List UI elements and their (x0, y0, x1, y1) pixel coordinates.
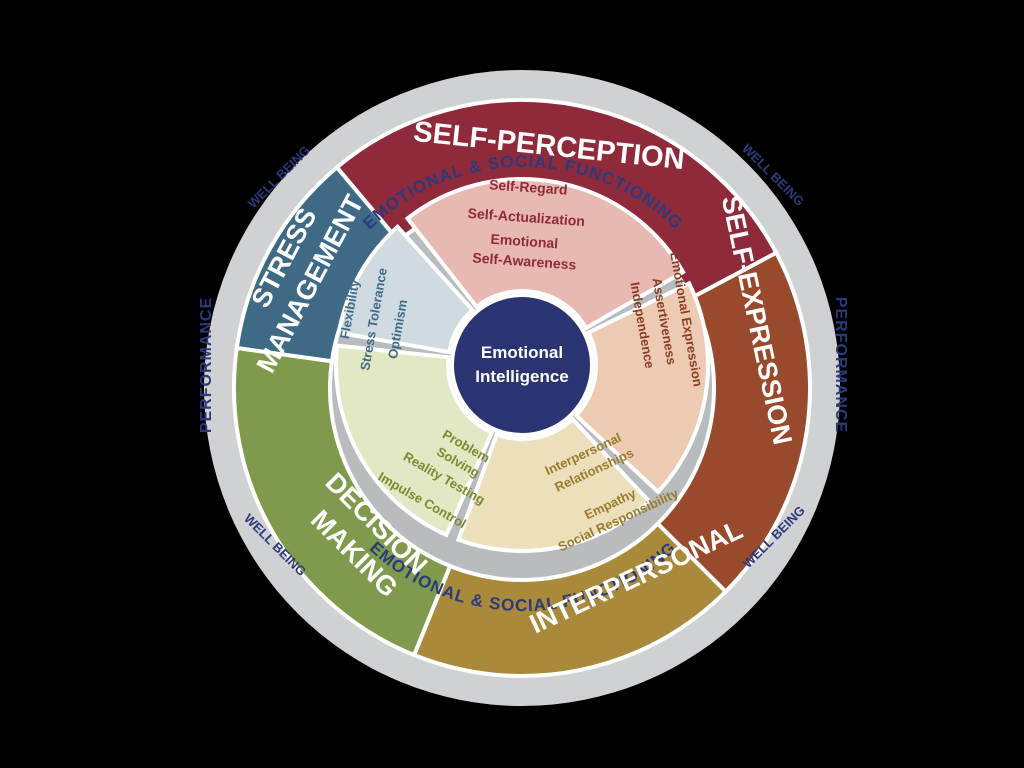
subscale-emotional: Emotional (490, 231, 559, 252)
subscale-self-regard: Self-Regard (489, 176, 569, 197)
ring-label-left: PERFORMANCE (198, 297, 215, 433)
ring-label-right: PERFORMANCE (832, 297, 849, 433)
subscale-self-awareness: Self-Awareness (472, 249, 577, 272)
subscales-self-perception: Self-Regard Self-Actualization Emotional… (467, 176, 585, 272)
center-label-line2: Intelligence (475, 367, 569, 386)
inner-segment-stress-management (336, 223, 476, 355)
inner-segment-self-perception (404, 177, 686, 331)
center-label-line1: Emotional (481, 343, 563, 362)
inner-segment-interpersonal (455, 416, 652, 553)
segment-decision-making (232, 345, 453, 658)
inner-segment-decision-making (334, 343, 495, 538)
inner-segment-self-expression (573, 280, 710, 495)
center-circle (450, 293, 594, 437)
